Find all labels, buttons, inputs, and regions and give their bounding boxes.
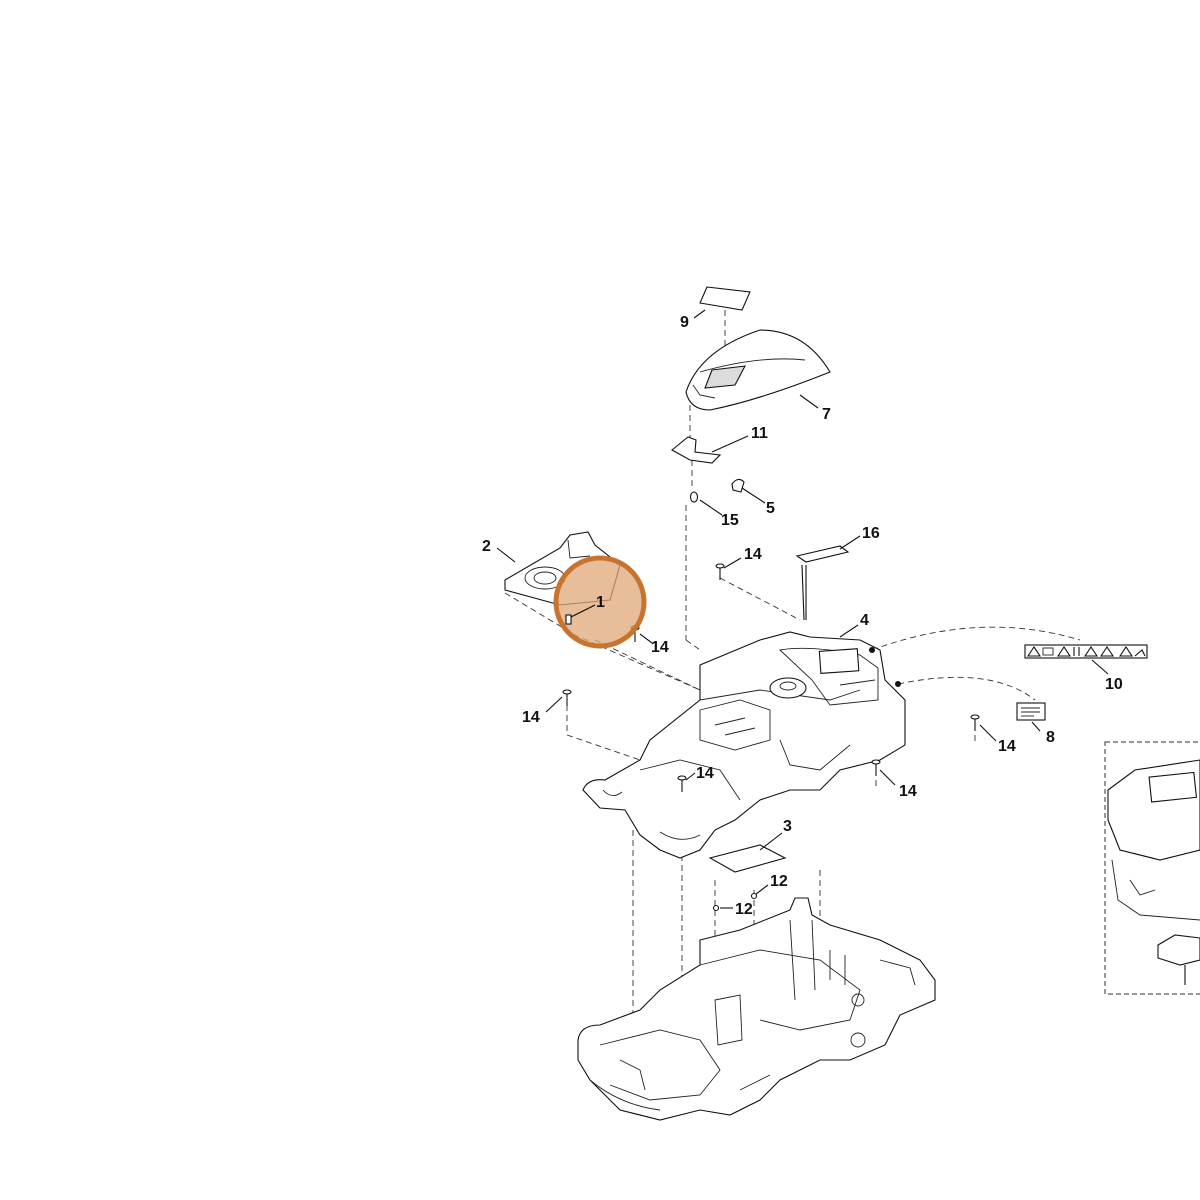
label-1: 1 [596, 594, 605, 611]
label-8: 8 [1046, 729, 1055, 746]
part-10-warning-label [1024, 644, 1148, 659]
highlight-circle [553, 555, 647, 649]
label-9: 9 [680, 314, 689, 331]
part-1-component-top [565, 614, 572, 625]
lower-chassis [577, 897, 936, 1121]
part-7-top-cover [685, 329, 831, 411]
label-14-f: 14 [998, 738, 1016, 755]
pin-icon [750, 892, 758, 900]
label-14-b: 14 [651, 639, 669, 656]
label-14-d: 14 [696, 765, 714, 782]
label-14-c: 14 [522, 709, 540, 726]
part-5-clip [731, 478, 745, 493]
screw-icon [871, 759, 881, 776]
label-10: 10 [1105, 676, 1123, 693]
label-7: 7 [822, 406, 831, 423]
screw-icon [677, 775, 687, 792]
label-14-a: 14 [744, 546, 762, 563]
part-9-plate [699, 286, 751, 311]
part-8-label [1016, 702, 1046, 721]
part-15-pin [689, 491, 699, 503]
screw-icon [715, 563, 725, 580]
screw-icon [970, 714, 980, 731]
label-4: 4 [860, 612, 869, 629]
part-3-plate [708, 844, 787, 873]
label-11: 11 [751, 425, 768, 442]
part-4-main-housing [582, 631, 906, 859]
label-15: 15 [721, 512, 739, 529]
screw-icon [562, 689, 572, 706]
part-16-strip [795, 545, 850, 621]
part-labels: 1 2 3 4 5 7 8 9 10 11 12 12 14 14 14 14 … [482, 314, 1123, 918]
pin-icon [712, 904, 720, 912]
label-14-e: 14 [899, 783, 917, 800]
label-12-a: 12 [770, 873, 788, 890]
leader-line-1 [570, 604, 596, 618]
label-3: 3 [783, 818, 792, 835]
label-12-b: 12 [735, 901, 753, 918]
leader-lines [496, 309, 1109, 909]
label-5: 5 [766, 500, 775, 517]
part-11-bracket [671, 436, 722, 464]
detail-inset [1104, 741, 1200, 995]
label-16: 16 [862, 525, 880, 542]
label-2: 2 [482, 538, 491, 555]
